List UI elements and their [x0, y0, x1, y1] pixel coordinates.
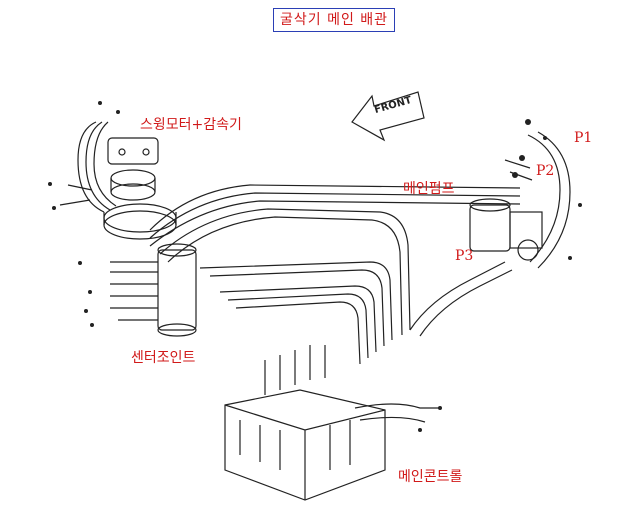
main-pump-drawing	[409, 131, 571, 337]
label-main-control: 메인콘트롤	[398, 469, 463, 485]
label-main-pump: 메인펌프	[403, 181, 455, 197]
page-title: 굴삭기 메인 배관	[273, 8, 396, 32]
label-p3: P3	[455, 248, 474, 264]
swing-hoses	[59, 121, 117, 213]
label-p2: P2	[536, 163, 555, 179]
main-pipes	[149, 184, 521, 365]
callout-dots	[48, 101, 582, 432]
label-p1: P1	[574, 130, 593, 146]
label-swing-motor: 스윙모터+감속기	[140, 117, 242, 133]
front-arrow	[351, 91, 425, 142]
label-center-joint: 센터조인트	[131, 350, 196, 366]
main-control-valve-drawing	[224, 345, 440, 501]
swing-motor-drawing	[103, 137, 177, 240]
center-joint-drawing	[110, 243, 197, 337]
